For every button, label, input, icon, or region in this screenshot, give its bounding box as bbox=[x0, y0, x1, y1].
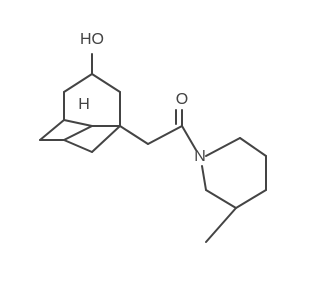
bond-c5-methyl bbox=[205, 207, 237, 243]
molecule-diagram: HO H O N bbox=[39, 31, 267, 243]
piperidine-ring bbox=[201, 137, 267, 243]
bond-c6-ch2 bbox=[119, 125, 149, 145]
nitrogen-label: N bbox=[194, 148, 206, 165]
bond-c9-c10 bbox=[63, 139, 93, 153]
carbonyl-oxygen-label: O bbox=[176, 91, 188, 108]
bond-c5-c6 bbox=[205, 189, 237, 209]
bond-c6-n bbox=[201, 165, 207, 191]
bond-n-c2 bbox=[205, 137, 241, 157]
bond-c2-c3 bbox=[63, 73, 93, 93]
bond-carbonyl-n bbox=[181, 125, 197, 151]
bond-c5-c8 bbox=[63, 119, 93, 127]
bond-c10-c6 bbox=[91, 125, 121, 153]
hydroxyl-label: HO bbox=[80, 31, 104, 48]
side-chain bbox=[119, 109, 197, 151]
bond-c2-c3 bbox=[239, 137, 267, 157]
bond-ch2-carbonyl bbox=[147, 125, 183, 145]
bridgehead-h-label: H bbox=[78, 96, 90, 113]
bond-c8-c9 bbox=[63, 125, 93, 141]
bond-c5-c7 bbox=[39, 119, 65, 141]
bond-c4-c5 bbox=[235, 189, 267, 209]
adamantane-cage bbox=[39, 53, 121, 153]
bond-c2-c4 bbox=[91, 73, 121, 93]
